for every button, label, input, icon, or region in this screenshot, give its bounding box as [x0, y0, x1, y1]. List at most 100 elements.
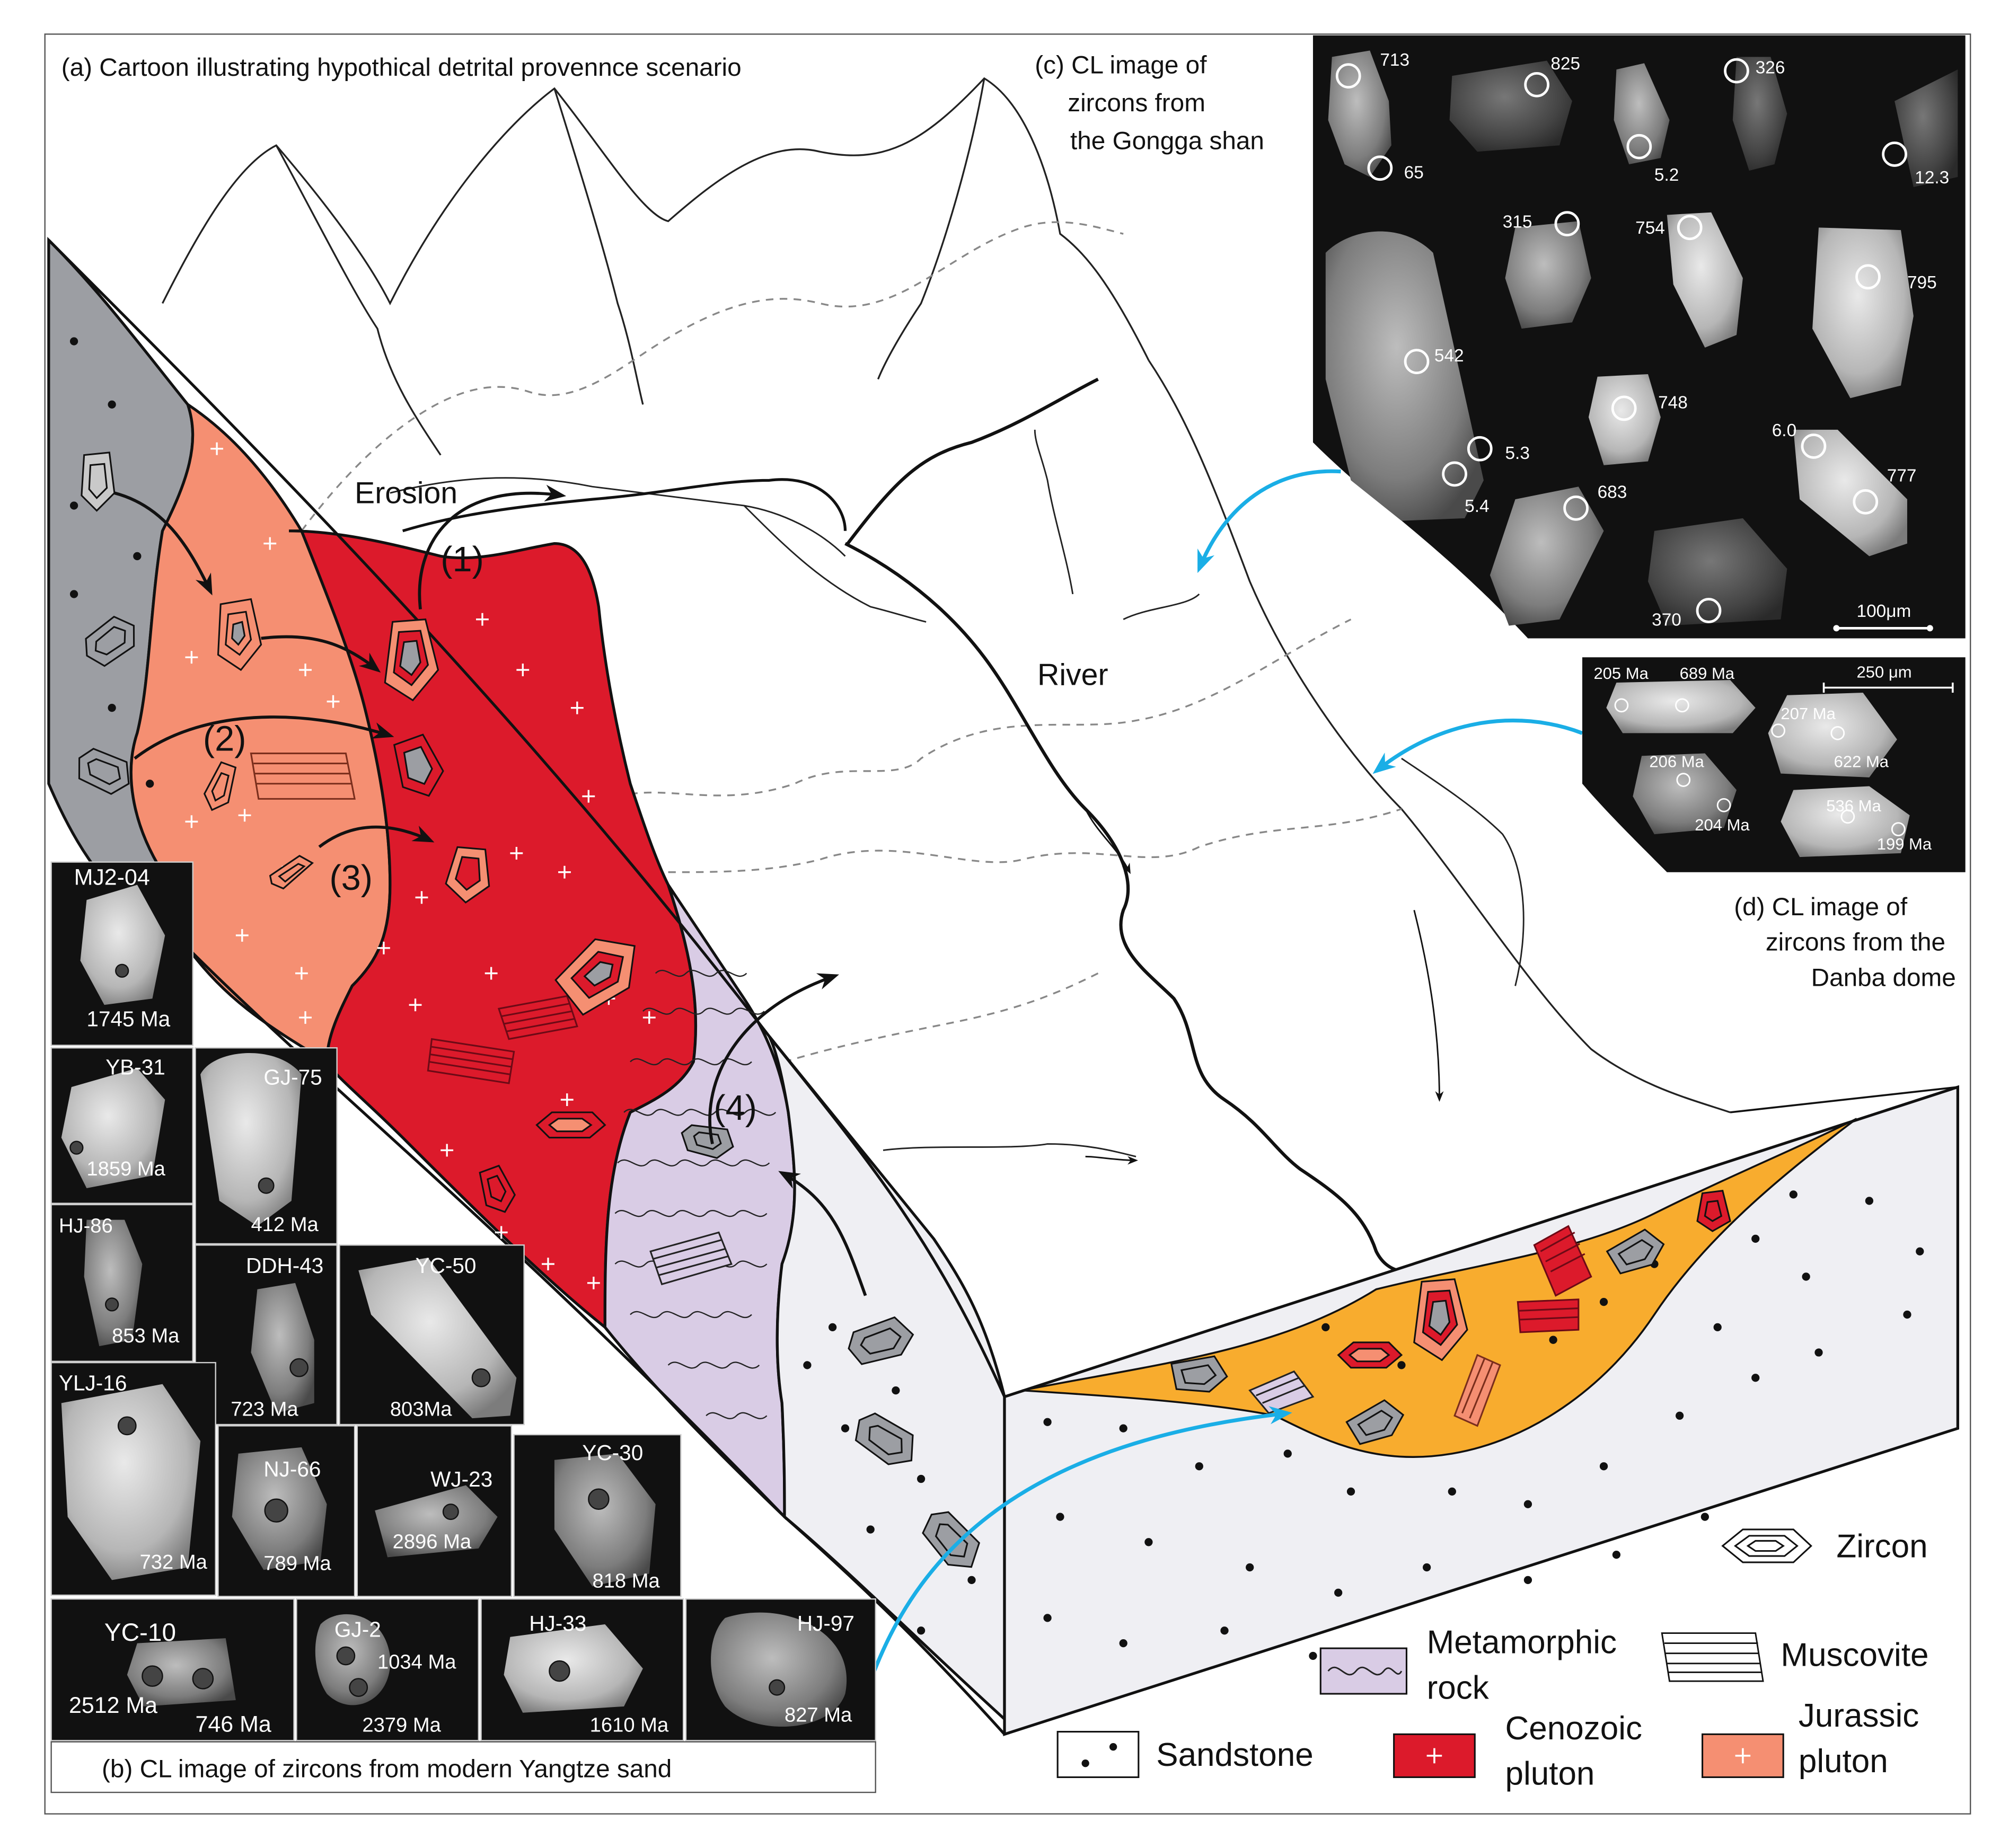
legend-muscovite-swatch	[1661, 1632, 1764, 1682]
muscovite-red-2	[427, 1038, 515, 1084]
river-arrow-1	[1085, 808, 1131, 874]
step-label-1: (1)	[440, 540, 484, 579]
yangtze-cl-mosaic: MJ2-04 1745 Ma YB-31 1859 Ma GJ-75 412 M…	[50, 861, 876, 1741]
danba-age-536: 536 Ma	[1826, 797, 1881, 815]
legend-cenozoic-label-2: pluton	[1505, 1756, 1594, 1792]
caption-d-line1: (d) CL image of	[1734, 893, 1908, 921]
river-arrow-3	[1085, 1155, 1139, 1165]
danba-age-205: 205 Ma	[1593, 664, 1649, 683]
zircon-cenozoic-4	[554, 938, 636, 1016]
gongga-age-754: 754	[1635, 218, 1665, 238]
danba-age-207: 207 Ma	[1781, 704, 1836, 723]
danba-age-206: 206 Ma	[1649, 753, 1704, 771]
zircon-cenozoic-5	[535, 1111, 606, 1139]
zircon-metamorphic	[681, 1124, 734, 1159]
gongga-age-12.3: 12.3	[1915, 168, 1949, 188]
sample-YC-50: YC-50	[416, 1253, 477, 1278]
zircon-fan-3	[1337, 1341, 1403, 1369]
gongga-age-5.2: 5.2	[1654, 165, 1679, 185]
danba-scale-label: 250 μm	[1857, 662, 1912, 681]
blue-arrow-yangtze	[868, 1406, 1292, 1682]
gongga-cl-panel: 713 65 825 5.2 326 12.3 315 754 795 542 …	[1312, 35, 1966, 639]
sample-HJ-97: HJ-97	[797, 1611, 854, 1635]
arrow-erosion	[418, 484, 567, 609]
sample-YLJ-16: YLJ-16	[59, 1371, 127, 1395]
arrow-step-2	[134, 715, 394, 760]
yangtze-labels: MJ2-04 1745 Ma YB-31 1859 Ma GJ-75 412 M…	[59, 865, 854, 1737]
zircon-jurassic-3	[269, 855, 314, 890]
sample-GJ-2: GJ-2	[334, 1617, 381, 1642]
river-label: River	[1037, 658, 1108, 692]
source-arrows	[868, 469, 1583, 1682]
erosion-label: Erosion	[355, 476, 457, 510]
step-label-3: (3)	[329, 859, 373, 898]
blue-arrow-danba	[1372, 718, 1583, 774]
sample-HJ-86: HJ-86	[59, 1214, 113, 1237]
legend-jurassic-label-1: Jurassic	[1799, 1697, 1919, 1734]
zircon-fan-6	[1696, 1190, 1731, 1232]
zircon-sand-2	[854, 1412, 914, 1465]
age-YC-10-b: 746 Ma	[196, 1712, 271, 1737]
sample-HJ-33: HJ-33	[529, 1611, 586, 1635]
age-YC-30: 818 Ma	[592, 1570, 660, 1593]
caption-a: (a) Cartoon illustrating hypothical detr…	[61, 54, 742, 82]
legend-zircon-label: Zircon	[1836, 1528, 1927, 1564]
age-WJ-23: 2896 Ma	[393, 1531, 472, 1553]
zircon-sand-1	[848, 1316, 914, 1365]
arrow-jurassic-to-cenozoic-1	[261, 635, 381, 673]
sample-NJ-66: NJ-66	[263, 1457, 321, 1481]
age-YLJ-16: 732 Ma	[140, 1551, 208, 1573]
age-GJ-2-b: 2379 Ma	[362, 1714, 441, 1737]
yangtze-grains	[61, 885, 847, 1727]
zircon-gray-3	[78, 748, 130, 795]
gongga-age-370: 370	[1652, 611, 1681, 630]
legend-muscovite-label: Muscovite	[1781, 1637, 1928, 1674]
danba-spots	[1614, 698, 1906, 836]
zircon-cenozoic-2	[393, 733, 444, 797]
process-arrows	[114, 484, 867, 1296]
caption-d-line3: Danba dome	[1811, 963, 1956, 992]
gongga-age-65: 65	[1404, 163, 1424, 182]
age-NJ-66: 789 Ma	[263, 1552, 331, 1575]
danba-age-199: 199 Ma	[1877, 835, 1932, 853]
caption-c-line3: the Gongga shan	[1070, 127, 1264, 155]
muscovite-red-1	[497, 995, 578, 1040]
gongga-age-6.0: 6.0	[1772, 421, 1796, 440]
gongga-age-542: 542	[1434, 346, 1464, 366]
gongga-age-326: 326	[1756, 58, 1785, 77]
caption-c-line1: (c) CL image of	[1035, 51, 1207, 79]
zircon-cenozoic-6	[479, 1164, 516, 1213]
zircon-cenozoic-1	[384, 618, 439, 702]
arrow-step-3	[318, 825, 435, 848]
caption-d-line2: zircons from the	[1766, 929, 1945, 957]
legend: Zircon Metamorphic rock Muscovite Sandst…	[1056, 1528, 1929, 1792]
block-top-edge	[48, 239, 1006, 1398]
sample-MJ2-04: MJ2-04	[74, 865, 150, 890]
muscovite-grains	[250, 752, 1592, 1427]
caption-b: (b) CL image of zircons from modern Yang…	[102, 1755, 672, 1783]
yangtze-spots	[69, 963, 786, 1697]
legend-metamorphic-swatch	[1319, 1647, 1408, 1695]
age-GJ-2-a: 1034 Ma	[377, 1650, 456, 1673]
zircon-crystals	[78, 452, 1731, 1568]
age-YC-10-a: 2512 Ma	[69, 1693, 157, 1718]
caption-c-line2: zircons from	[1068, 89, 1205, 117]
caption-b-box	[50, 1741, 876, 1793]
gongga-age-795: 795	[1907, 273, 1937, 293]
legend-cenozoic-label-1: Cenozoic	[1505, 1710, 1642, 1747]
gongga-spots	[1335, 58, 1907, 623]
blue-arrow-gongga	[1197, 469, 1341, 573]
arrow-step-4-up	[708, 973, 839, 1145]
danba-age-689: 689 Ma	[1680, 664, 1735, 683]
river-head-line	[846, 377, 1099, 545]
legend-zircon	[1721, 1528, 1812, 1563]
muscovite-fan-red-1	[1533, 1225, 1592, 1297]
muscovite-fan-red-2	[1517, 1298, 1580, 1333]
gongga-age-5.4: 5.4	[1465, 497, 1489, 516]
age-YC-50: 803Ma	[390, 1398, 452, 1420]
age-GJ-75: 412 Ma	[251, 1213, 319, 1236]
danba-cl-panel: 205 Ma 689 Ma 207 Ma 622 Ma 206 Ma 204 M…	[1582, 657, 1966, 872]
zircon-cenozoic-3	[445, 846, 490, 904]
muscovite-fan-meta	[1248, 1370, 1315, 1414]
age-HJ-86: 853 Ma	[112, 1324, 180, 1347]
